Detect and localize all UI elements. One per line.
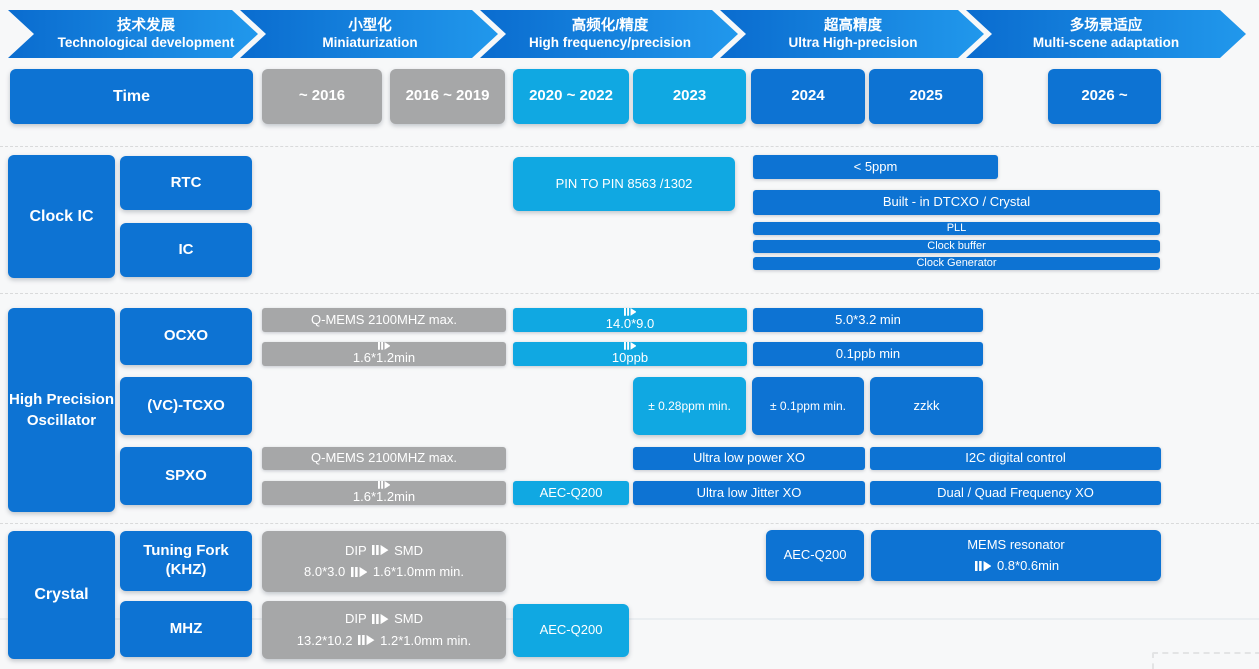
milestone-ocxo-1p6x1p2: 1.6*1.2min <box>262 342 506 366</box>
milestone-ocxo-5x3-min: 5.0*3.2 min <box>753 308 983 332</box>
banner-shape-5 <box>966 10 1246 58</box>
banner-ultra-high-precision: 超高精度 Ultra High-precision <box>742 10 964 58</box>
milestone-crystal-aec-q200-blue: AEC-Q200 <box>766 530 864 581</box>
banner-en-label: Ultra High-precision <box>788 34 918 50</box>
background-rule <box>0 618 1259 620</box>
fast-forward-icon <box>358 635 375 646</box>
section-divider <box>0 523 1259 524</box>
banner-en-label: Technological development <box>57 34 235 50</box>
fast-forward-icon <box>623 342 637 350</box>
section-label-high-precision-oscillator: High Precision Oscillator <box>8 308 115 512</box>
section-label-clock-ic: Clock IC <box>8 155 115 278</box>
milestone-tuning-fork-dip-smd: DIP SMD 8.0*3.0 1.6*1.0mm min. <box>262 531 506 592</box>
fast-forward-icon <box>974 560 992 571</box>
row-label-spxo: SPXO <box>120 447 252 505</box>
milestone-mems-resonator: MEMS resonator 0.8*0.6min <box>871 530 1161 581</box>
milestone-ocxo-10ppb: 10ppb <box>513 342 747 366</box>
fast-forward-icon <box>350 566 368 577</box>
milestone-lt-5ppm: < 5ppm <box>753 155 998 179</box>
milestone-i2c-digital-control: I2C digital control <box>870 447 1161 470</box>
row-label-tuning-fork-khz: Tuning Fork (KHZ) <box>120 531 252 591</box>
fast-forward-icon <box>372 545 389 556</box>
row-label-ic: IC <box>120 223 252 277</box>
row-label-vc-tcxo: (VC)-TCXO <box>120 377 252 435</box>
fast-forward-icon <box>623 308 637 316</box>
fast-forward-icon <box>377 481 391 489</box>
milestone-ocxo-0p1ppb: 0.1ppb min <box>753 342 983 366</box>
banner-zh-label: 高频化/精度 <box>571 17 649 34</box>
banner-zh-label: 多场景适应 <box>1069 17 1143 34</box>
time-cell-2026-plus: 2026 ~ <box>1048 69 1161 124</box>
milestone-line: DIP SMD <box>344 611 423 627</box>
fast-forward-icon <box>372 613 389 624</box>
time-cell-2025: 2025 <box>869 69 983 124</box>
milestone-tcxo-0p28ppm: ± 0.28ppm min. <box>633 377 746 435</box>
banner-zh-label: 技术发展 <box>117 17 175 34</box>
banner-shape-1 <box>8 10 258 58</box>
milestone-mhz-aec-q200-cyan: AEC-Q200 <box>513 604 629 657</box>
banner-shape-2 <box>240 10 498 58</box>
banner-en-label: Miniaturization <box>322 34 418 50</box>
banner-zh-label: 超高精度 <box>824 17 882 34</box>
milestone-tcxo-zzkk: zzkk <box>870 377 983 435</box>
banner-shape-4 <box>720 10 984 58</box>
row-label-rtc: RTC <box>120 156 252 210</box>
time-cell-2020-2022: 2020 ~ 2022 <box>513 69 629 124</box>
milestone-ultra-low-jitter-xo: Ultra low Jitter XO <box>633 481 865 505</box>
banner-shape-3 <box>480 10 738 58</box>
milestone-ocxo-qmems: Q-MEMS 2100MHZ max. <box>262 308 506 332</box>
fast-forward-icon <box>377 342 391 350</box>
milestone-built-in-dtcxo: Built - in DTCXO / Crystal <box>753 190 1160 215</box>
banner-zh-label: 小型化 <box>348 17 392 34</box>
milestone-spxo-qmems: Q-MEMS 2100MHZ max. <box>262 447 506 470</box>
time-cell-2024: 2024 <box>751 69 865 124</box>
milestone-ocxo-14x9: 14.0*9.0 <box>513 308 747 332</box>
milestone-line: 0.8*0.6min <box>973 558 1059 574</box>
milestone-pll: PLL <box>753 222 1160 235</box>
milestone-line: 8.0*3.0 1.6*1.0mm min. <box>304 564 464 579</box>
milestone-line: 13.2*10.2 1.2*1.0mm min. <box>296 632 472 648</box>
section-divider <box>0 293 1259 294</box>
banner-multi-scene-adaptation: 多场景适应 Multi-scene adaptation <box>988 10 1224 58</box>
milestone-mhz-dip-smd: DIP SMD 13.2*10.2 1.2*1.0mm min. <box>262 601 506 659</box>
milestone-clock-generator: Clock Generator <box>753 257 1160 270</box>
milestone-spxo-1p6x1p2: 1.6*1.2min <box>262 481 506 505</box>
section-label-crystal: Crystal <box>8 531 115 659</box>
milestone-pin-to-pin: PIN TO PIN 8563 /1302 <box>513 157 735 211</box>
banner-high-frequency-precision: 高频化/精度 High frequency/precision <box>502 10 718 58</box>
time-cell-2023: 2023 <box>633 69 746 124</box>
time-row-label: Time <box>10 69 253 124</box>
cutoff-annotation-box <box>1152 652 1259 669</box>
time-cell-2016-2019: 2016 ~ 2019 <box>390 69 505 124</box>
milestone-dual-quad-frequency-xo: Dual / Quad Frequency XO <box>870 481 1161 505</box>
milestone-line: DIP SMD <box>344 542 423 558</box>
banner-technological-development: 技术发展 Technological development <box>34 10 258 58</box>
banner-en-label: Multi-scene adaptation <box>1032 34 1180 50</box>
milestone-spxo-aec-q200: AEC-Q200 <box>513 481 629 505</box>
row-label-ocxo: OCXO <box>120 308 252 365</box>
banner-chevron-strip <box>8 10 1246 58</box>
banner-miniaturization: 小型化 Miniaturization <box>262 10 478 58</box>
section-divider <box>0 146 1259 147</box>
milestone-tcxo-0p1ppm: ± 0.1ppm min. <box>752 377 864 435</box>
time-cell-pre2016: ~ 2016 <box>262 69 382 124</box>
banner-en-label: High frequency/precision <box>528 34 692 50</box>
milestone-clock-buffer: Clock buffer <box>753 240 1160 253</box>
milestone-ultra-low-power-xo: Ultra low power XO <box>633 447 865 470</box>
row-label-mhz: MHZ <box>120 601 252 657</box>
milestone-line: MEMS resonator <box>967 536 1065 552</box>
